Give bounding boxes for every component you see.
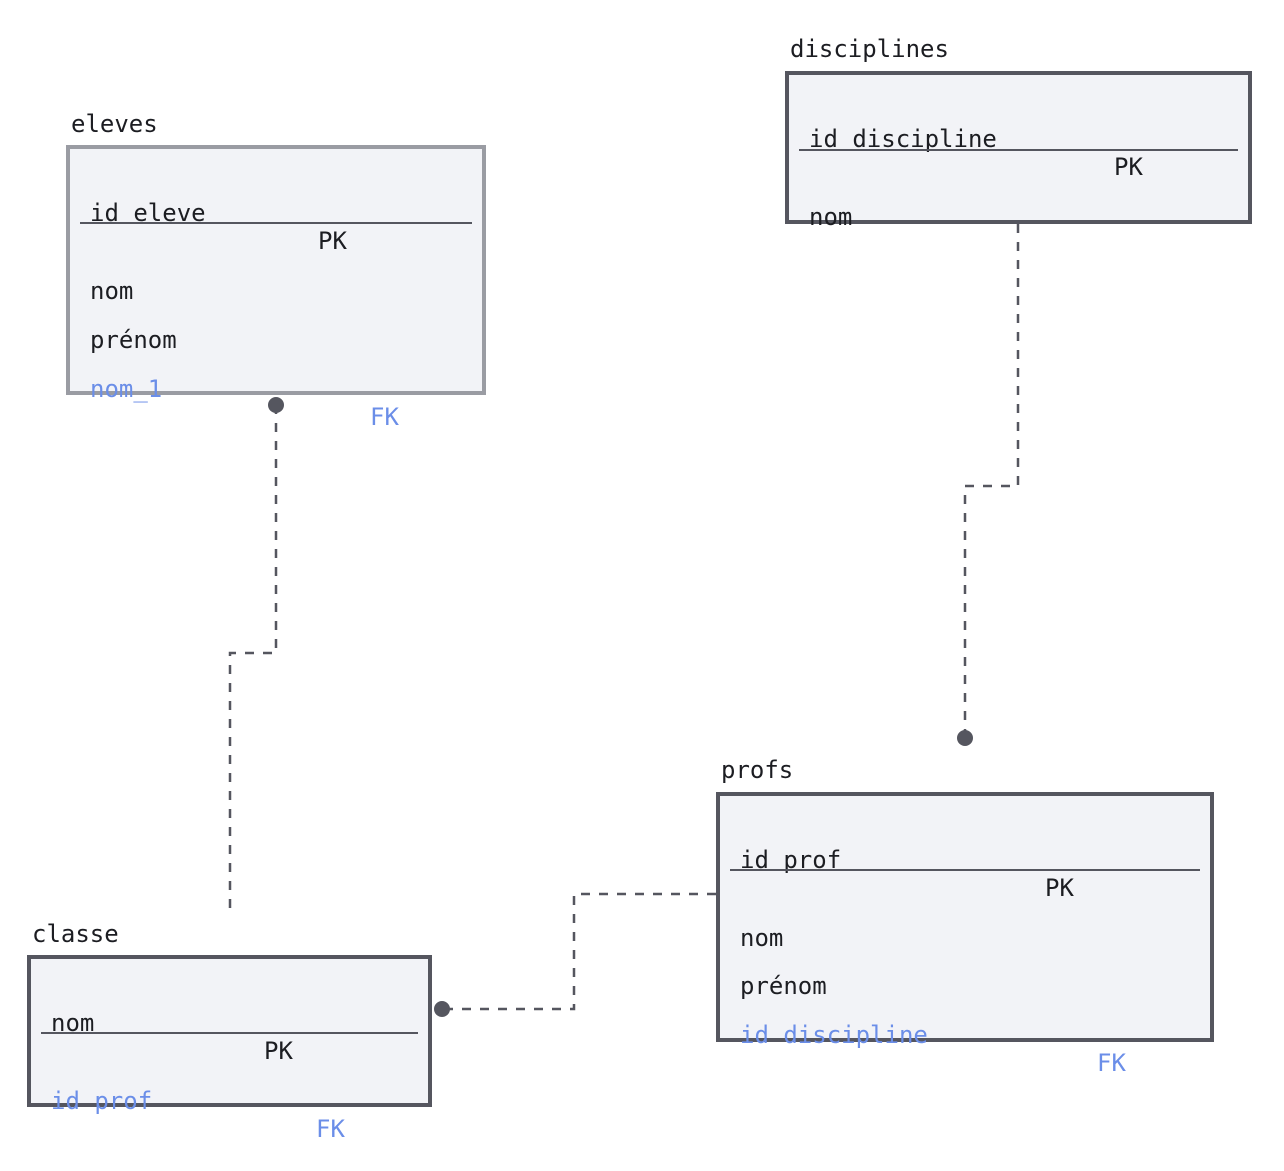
pk-badge: PK (264, 1037, 293, 1065)
divider (730, 869, 1200, 871)
table-profs[interactable]: id prof PK nom prénom id discipline FK (716, 792, 1214, 1077)
pk-badge: PK (1114, 153, 1143, 181)
field-row-fk: nom_1 FK (70, 347, 482, 459)
field-row: prénom (70, 298, 482, 382)
table-title-eleves: eleves (71, 110, 158, 138)
pk-badge: PK (1045, 874, 1074, 902)
table-classe[interactable]: nom PK id prof FK (27, 955, 432, 1143)
field-row: nom (70, 249, 482, 333)
relationship-endpoint-classe (434, 1001, 450, 1017)
relationship-disciplines-profs[interactable] (963, 224, 1020, 738)
table-eleves[interactable]: id eleve PK nom prénom nom_1 FK (66, 145, 486, 431)
field-name: nom_1 (90, 375, 163, 403)
table-title-disciplines: disciplines (790, 35, 949, 63)
relationship-endpoint-eleves (268, 397, 284, 413)
field-name: id prof (51, 1087, 153, 1115)
pk-row: id discipline PK (789, 97, 1248, 209)
field-name: id discipline (809, 125, 997, 153)
field-name: id discipline (740, 1021, 928, 1049)
field-name: prénom (740, 972, 827, 1000)
field-name: prénom (90, 326, 177, 354)
field-row: nom (789, 175, 1248, 259)
divider (799, 149, 1238, 151)
relationship-endpoint-profs (957, 730, 973, 746)
fk-badge: FK (1097, 1049, 1126, 1077)
field-row: prénom (720, 944, 1210, 1028)
field-name: nom (90, 277, 134, 305)
table-title-profs: profs (721, 756, 794, 784)
divider (80, 222, 472, 224)
field-name: nom (809, 203, 853, 231)
fk-badge: FK (370, 403, 399, 431)
table-title-classe: classe (32, 920, 119, 948)
pk-badge: PK (318, 227, 347, 255)
field-name: nom (740, 924, 784, 952)
field-row-fk: id discipline FK (720, 993, 1210, 1105)
field-row: nom (720, 896, 1210, 980)
fk-badge: FK (316, 1115, 345, 1143)
divider (41, 1032, 418, 1034)
field-row-fk: id prof FK (31, 1059, 428, 1171)
table-disciplines[interactable]: id discipline PK nom (785, 71, 1252, 231)
relationship-eleves-classe[interactable] (228, 405, 278, 912)
relationship-profs-classe[interactable] (442, 892, 716, 1011)
